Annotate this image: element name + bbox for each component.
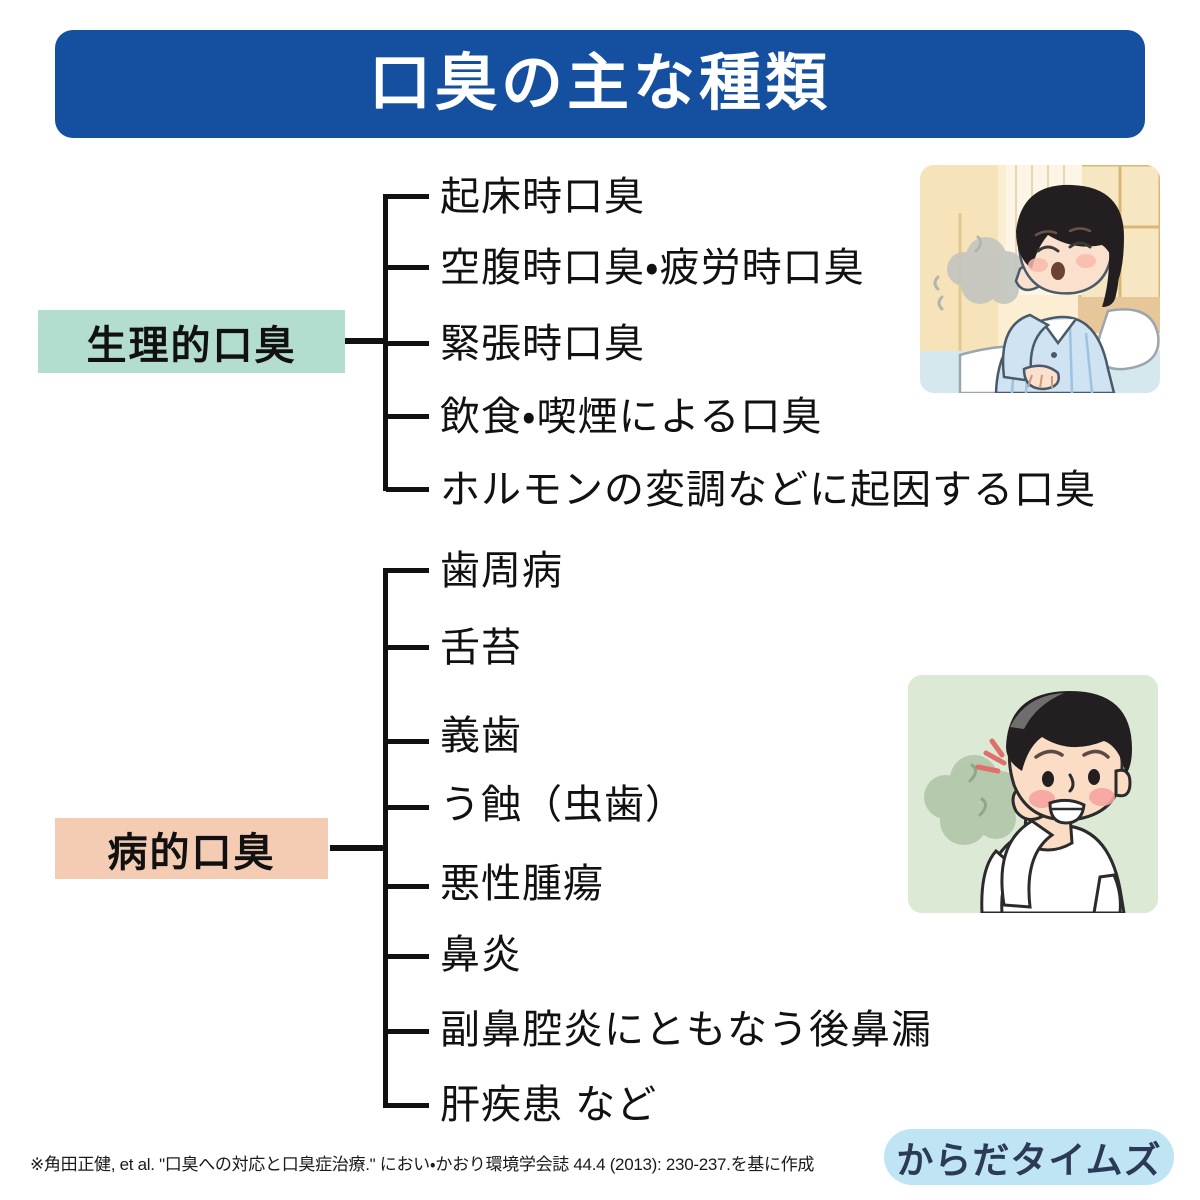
bracket-stub [386,194,429,199]
page-title-banner: 口臭の主な種類 [55,30,1145,138]
bracket-stub [386,884,429,889]
list-item: 副鼻腔炎にともなう後鼻漏 [440,1008,932,1052]
bracket-stub [386,805,429,810]
bracket-stub [386,954,429,959]
list-item: 起床時口臭 [440,175,645,219]
bracket-stub [386,645,429,650]
list-item: ホルモンの変調などに起因する口臭 [440,468,1096,512]
list-item: 悪性腫瘍 [440,862,604,906]
list-item: 肝疾患 など [440,1083,658,1127]
bracket-stub [386,414,429,419]
illustration-morning-breath [920,165,1160,393]
brand-badge: からだタイムズ [884,1129,1174,1185]
bracket-stem-physiological [345,338,385,344]
illustration-worried-breath [908,675,1158,913]
bracket-stub [386,1103,429,1108]
brand-name: からだタイムズ [896,1140,1162,1181]
bracket-stub [386,739,429,744]
list-item: 緊張時口臭 [440,322,645,366]
bracket-stub [386,341,429,346]
list-item: 歯周病 [440,549,563,593]
category-label-pathological: 病的口臭 [55,818,328,879]
source-citation: ※角田正健, et al. "口臭への対応と口臭症治療." におい・かおり環境学… [30,1155,815,1174]
bracket-spine-physiological [383,194,388,491]
category-label-physiological: 生理的口臭 [38,310,345,373]
bracket-stub [386,487,429,492]
list-item: 鼻炎 [440,933,522,977]
bracket-spine-pathological [383,568,388,1108]
list-item: う蝕（虫歯） [440,783,686,827]
list-item: 舌苔 [440,626,522,670]
list-item: 飲食・喫煙による口臭 [440,395,823,439]
page-title: 口臭の主な種類 [368,49,831,118]
list-item: 空腹時口臭・疲労時口臭 [440,246,865,290]
bracket-stub [386,265,429,270]
bracket-stem-pathological [330,845,386,851]
bracket-stub [386,1029,429,1034]
list-item: 義歯 [440,714,522,758]
bracket-stub [386,568,429,573]
